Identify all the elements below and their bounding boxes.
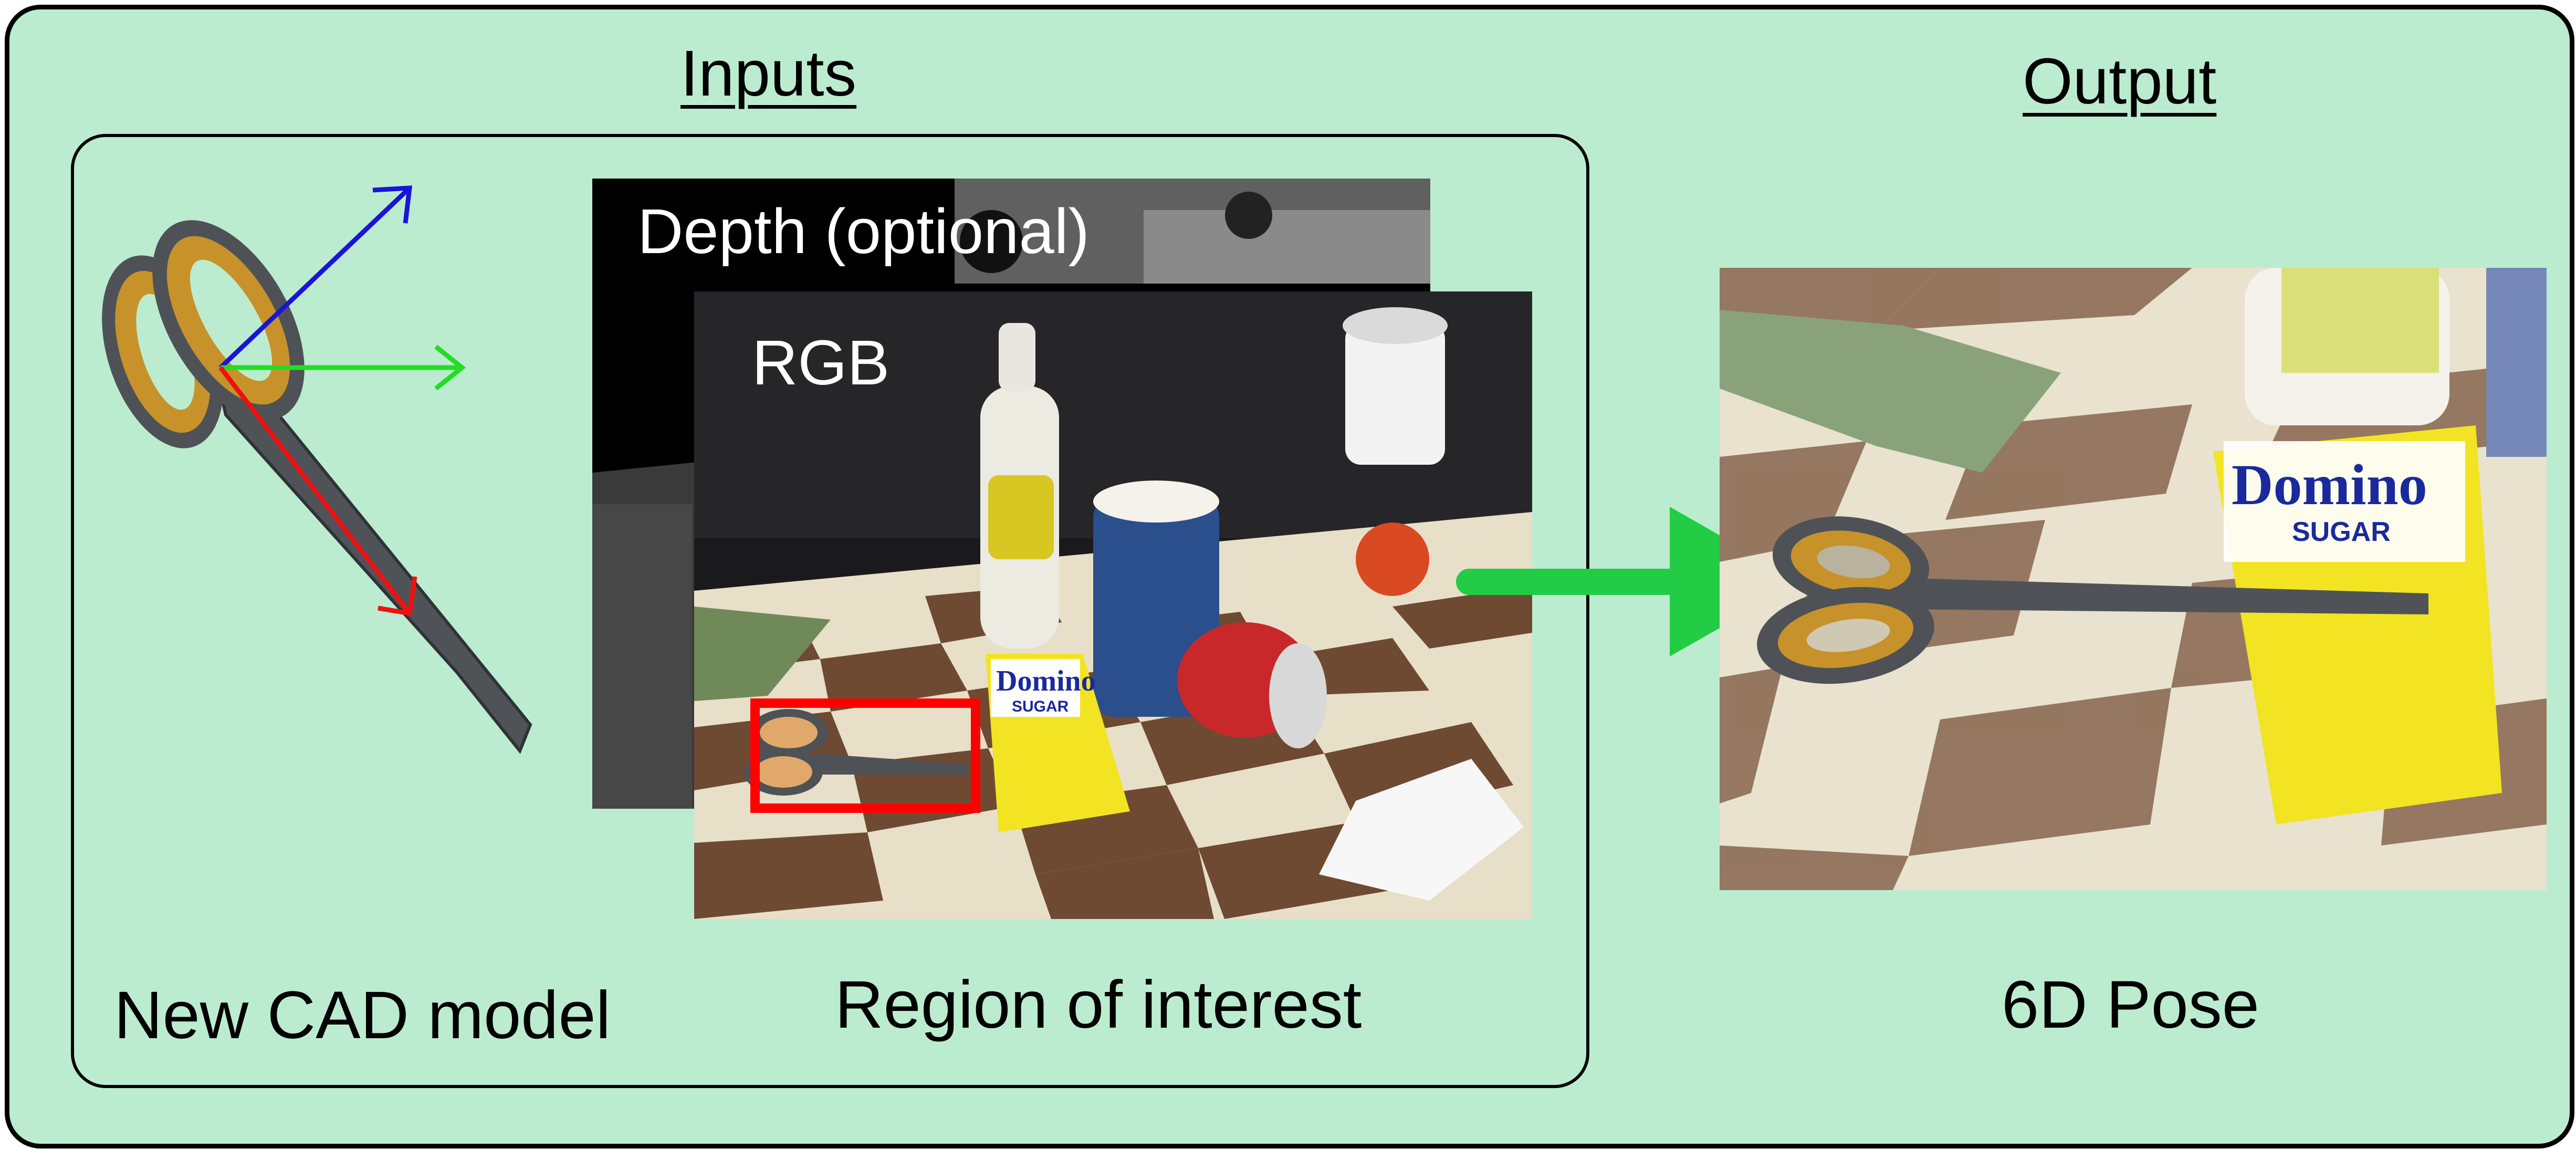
depth-label: Depth (optional) (637, 195, 1090, 267)
sugar-text: SUGAR (1012, 698, 1069, 715)
mug (1345, 323, 1445, 465)
cad-model-label: New CAD model (114, 978, 611, 1053)
rgb-image: Domino SUGAR (694, 291, 1532, 919)
output-heading: Output (2023, 46, 2217, 118)
rgb-scissors (744, 709, 967, 796)
handle-right-hole (190, 259, 273, 381)
domino-text: Domino (996, 665, 1096, 697)
coordinate-axes-icon (218, 185, 466, 617)
output-green-book (1720, 310, 2061, 473)
output-pose-image: Domino SUGAR (1720, 268, 2547, 890)
green-book (694, 607, 831, 701)
output-sugar-text: SUGAR (2292, 517, 2391, 547)
inputs-heading: Inputs (680, 38, 857, 110)
inputs-box (71, 134, 1589, 1088)
roi-box (750, 698, 980, 813)
pose-label: 6D Pose (2002, 967, 2259, 1042)
cad-model-illustration (102, 185, 532, 754)
ball (1356, 523, 1429, 596)
white-card (1319, 759, 1524, 901)
output-domino-text: Domino (2232, 453, 2427, 517)
rgb-label: RGB (752, 327, 890, 398)
roi-label: Region of interest (835, 967, 1362, 1042)
handle-left-hole (136, 294, 195, 410)
output-scissors-pose (1757, 516, 2428, 684)
